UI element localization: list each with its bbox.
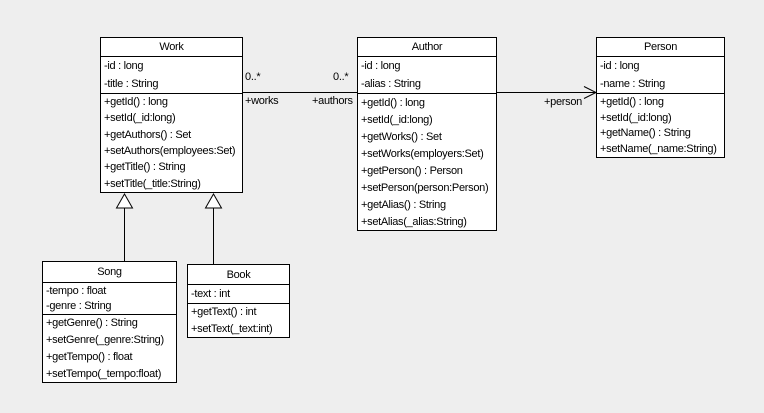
method-row: +getText() : int [191, 306, 257, 319]
attribute-row: -genre : String [46, 300, 112, 313]
role-label-person[interactable]: +person [544, 96, 582, 108]
class-book[interactable]: Book -text : int +getText() : int +setTe… [187, 264, 290, 338]
method-row: +setTitle(_title:String) [104, 177, 201, 190]
method-row: +setAuthors(employees:Set) [104, 145, 236, 158]
method-row: +getWorks() : Set [361, 130, 442, 143]
method-row: +getId() : long [600, 95, 664, 108]
attribute-row: -text : int [191, 288, 230, 300]
method-row: +getPerson() : Person [361, 164, 463, 177]
generalization-song-work[interactable] [115, 192, 134, 262]
method-row: +getName() : String [600, 127, 691, 140]
class-book-title: Book [188, 265, 289, 285]
class-work[interactable]: Work -id : long -title : String +getId()… [100, 37, 243, 193]
attribute-row: -id : long [361, 60, 401, 72]
class-author-title: Author [358, 38, 496, 57]
method-row: +getGenre() : String [46, 317, 138, 330]
role-label-authors[interactable]: +authors [312, 95, 353, 107]
generalization-book-work[interactable] [204, 192, 223, 265]
class-book-attributes: -text : int [188, 285, 289, 304]
method-row: +getId() : long [104, 96, 168, 109]
class-work-methods: +getId() : long +setId(_id:long) +getAut… [101, 94, 242, 192]
method-row: +getTitle() : String [104, 161, 186, 174]
attribute-row: -id : long [600, 60, 640, 72]
class-person-methods: +getId() : long +setId(_id:long) +getNam… [597, 94, 724, 157]
class-person[interactable]: Person -id : long -name : String +getId(… [596, 37, 725, 158]
method-row: +setId(_id:long) [600, 111, 672, 124]
attribute-row: -id : long [104, 60, 144, 72]
open-arrowhead-icon [583, 86, 598, 99]
class-work-title: Work [101, 38, 242, 57]
class-author-methods: +getId() : long +setId(_id:long) +getWor… [358, 94, 496, 230]
class-person-title: Person [597, 38, 724, 57]
attribute-row: -alias : String [361, 78, 421, 90]
method-row: +setId(_id:long) [361, 113, 433, 126]
class-book-methods: +getText() : int +setText(_text:int) [188, 304, 289, 337]
method-row: +setName(_name:String) [600, 143, 717, 156]
class-song-title: Song [43, 262, 176, 283]
class-author-attributes: -id : long -alias : String [358, 57, 496, 94]
triangle-arrowhead-icon [204, 192, 223, 209]
class-author[interactable]: Author -id : long -alias : String +getId… [357, 37, 497, 231]
method-row: +setGenre(_genre:String) [46, 334, 164, 347]
attribute-row: -title : String [104, 78, 159, 90]
attribute-row: -name : String [600, 78, 665, 90]
method-row: +setText(_text:int) [191, 322, 273, 335]
role-label-works[interactable]: +works [245, 95, 279, 107]
attribute-row: -tempo : float [46, 284, 106, 297]
method-row: +setId(_id:long) [104, 112, 176, 125]
class-song-methods: +getGenre() : String +setGenre(_genre:St… [43, 315, 176, 382]
method-row: +setWorks(employers:Set) [361, 147, 484, 160]
class-work-attributes: -id : long -title : String [101, 57, 242, 94]
multiplicity-work-end[interactable]: 0..* [245, 71, 261, 83]
method-row: +getTempo() : float [46, 350, 133, 363]
method-row: +getId() : long [361, 96, 425, 109]
method-row: +getAlias() : String [361, 198, 446, 211]
class-song-attributes: -tempo : float -genre : String [43, 283, 176, 315]
triangle-arrowhead-icon [115, 192, 134, 209]
method-row: +setAlias(_alias:String) [361, 215, 467, 228]
method-row: +setPerson(person:Person) [361, 181, 489, 194]
multiplicity-author-end[interactable]: 0..* [333, 71, 349, 83]
method-row: +getAuthors() : Set [104, 128, 191, 141]
method-row: +setTempo(_tempo:float) [46, 367, 162, 380]
class-song[interactable]: Song -tempo : float -genre : String +get… [42, 261, 177, 383]
class-person-attributes: -id : long -name : String [597, 57, 724, 94]
